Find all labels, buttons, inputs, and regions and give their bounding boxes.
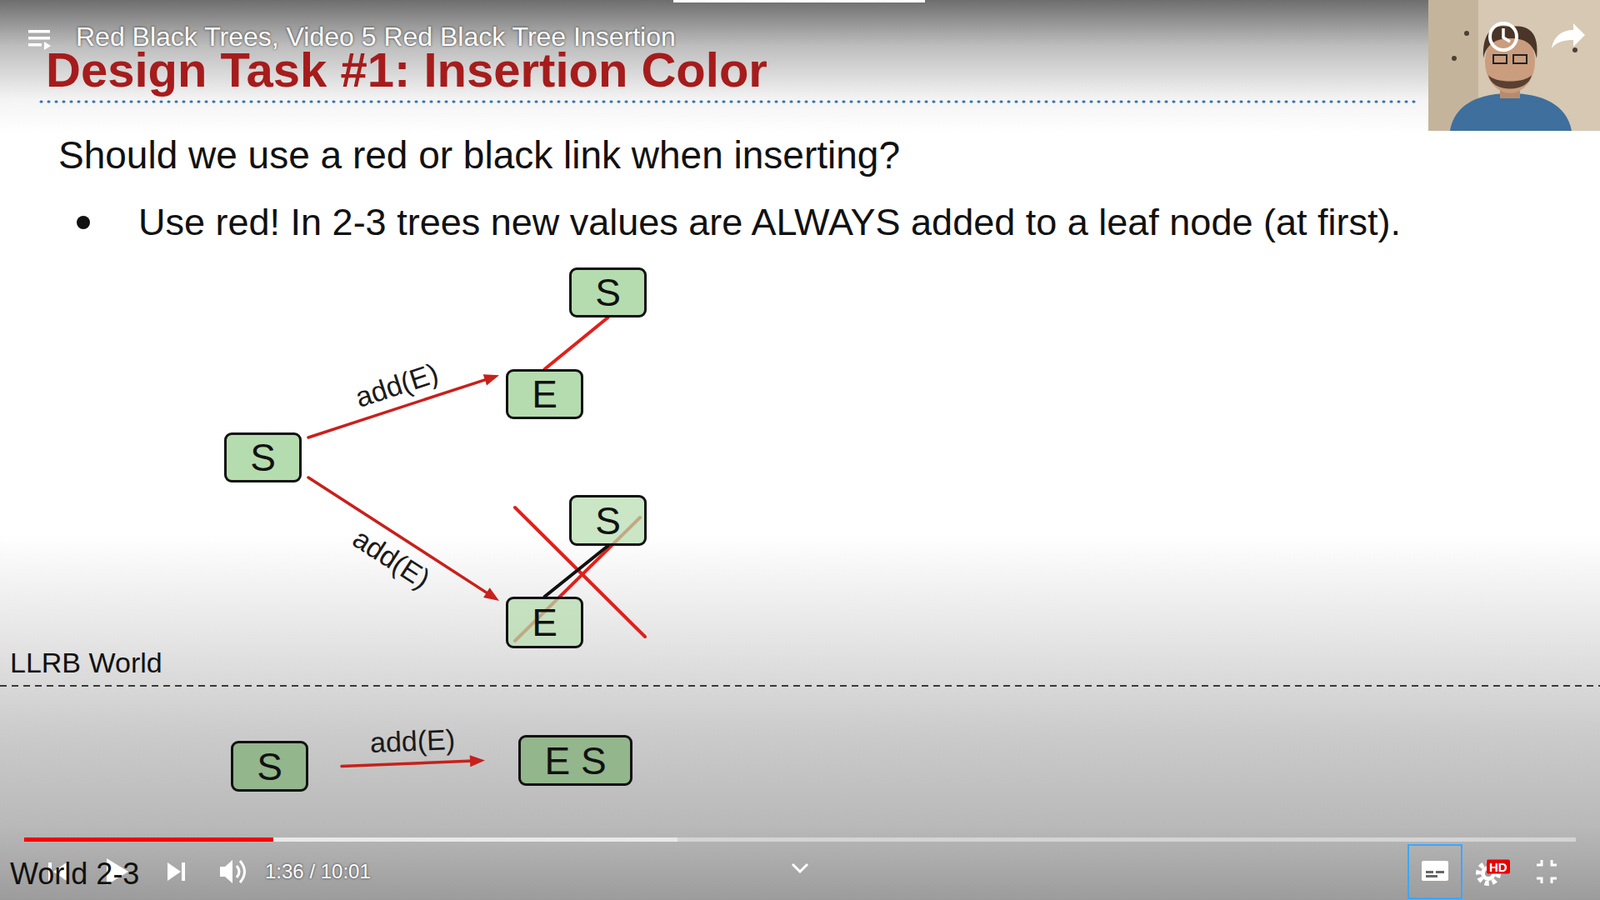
node-key: S [250, 438, 276, 477]
video-title: Red Black Trees, Video 5 Red Black Tree … [75, 21, 676, 53]
node-key: E [531, 375, 558, 414]
node-key: S [256, 747, 283, 786]
connector-arrow [341, 755, 485, 767]
share-icon [1551, 23, 1585, 49]
node-key: S [595, 273, 621, 312]
watch-later-icon [1490, 23, 1517, 50]
tree-node-box: E [505, 369, 584, 420]
connector-line [308, 477, 490, 595]
tree-node-box: S [569, 495, 647, 546]
node-key: S [595, 501, 621, 540]
player-controls [48, 845, 1557, 899]
bullet-text: Use red! In 2-3 trees new values are ALW… [138, 200, 1401, 245]
edge-label: add(E) [369, 725, 455, 757]
connector-arrow [545, 545, 609, 597]
node-key: E [531, 603, 558, 642]
arrow-head [483, 374, 500, 385]
webcam-thumbnail [1428, 0, 1600, 131]
connector-line [341, 760, 474, 766]
progress-bar [24, 837, 1576, 842]
arrow-head [470, 755, 485, 767]
world-label: World 2-3 [10, 856, 140, 891]
tree-node-box: S [230, 740, 309, 792]
connector-line [545, 317, 609, 370]
world-divider [0, 685, 1600, 687]
time-display: 1:36 / 10:01 [265, 860, 371, 884]
node-key: E S [544, 741, 606, 780]
dotted-rule [40, 100, 1417, 104]
edge-label: add(E) [351, 358, 442, 412]
edge-label: add(E) [348, 523, 435, 594]
tree-node-box: E [505, 596, 584, 649]
connector-arrow [545, 317, 609, 370]
arrow-head [483, 587, 500, 601]
tree-node-box: S [569, 267, 647, 318]
tree-node-box: E S [518, 735, 633, 786]
top-progress [673, 0, 925, 3]
bullet-dot [76, 215, 90, 230]
world-label: LLRB World [10, 646, 163, 680]
connector-line [545, 545, 609, 597]
hd-badge: HD [1486, 860, 1510, 875]
question-text: Should we use a red or black link when i… [58, 133, 900, 178]
connector-arrow [308, 477, 500, 601]
tree-node-box: S [224, 432, 302, 483]
